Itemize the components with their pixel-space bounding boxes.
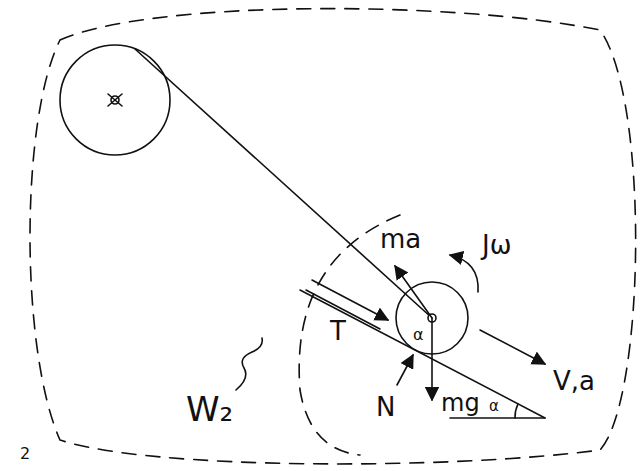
boundary-label: W₂ <box>186 392 233 426</box>
weight-arrow <box>431 318 433 400</box>
axle-cross <box>108 94 122 106</box>
angle-arc <box>515 404 518 418</box>
system-boundary <box>30 9 636 464</box>
angle-label: α <box>489 399 499 414</box>
angle-label: α <box>413 327 424 343</box>
cable <box>135 49 432 318</box>
inertia-force-arrow <box>395 266 432 318</box>
inertia-force-label: ma <box>380 226 421 252</box>
angular-momentum-label: Jω <box>482 232 511 258</box>
normal-force-arrow <box>397 355 413 385</box>
velocity-label: V,a <box>553 368 595 394</box>
incline <box>300 290 545 418</box>
weight-label: mg <box>441 391 480 415</box>
velocity-arrow <box>480 330 545 364</box>
note-fragment: 2 <box>20 446 30 462</box>
normal-force-label: N <box>376 394 395 420</box>
drum <box>60 45 170 155</box>
incline-base <box>450 417 545 419</box>
tension-label: T <box>330 318 346 344</box>
leader-squiggle <box>236 338 262 390</box>
angular-momentum-arrow <box>450 255 478 292</box>
